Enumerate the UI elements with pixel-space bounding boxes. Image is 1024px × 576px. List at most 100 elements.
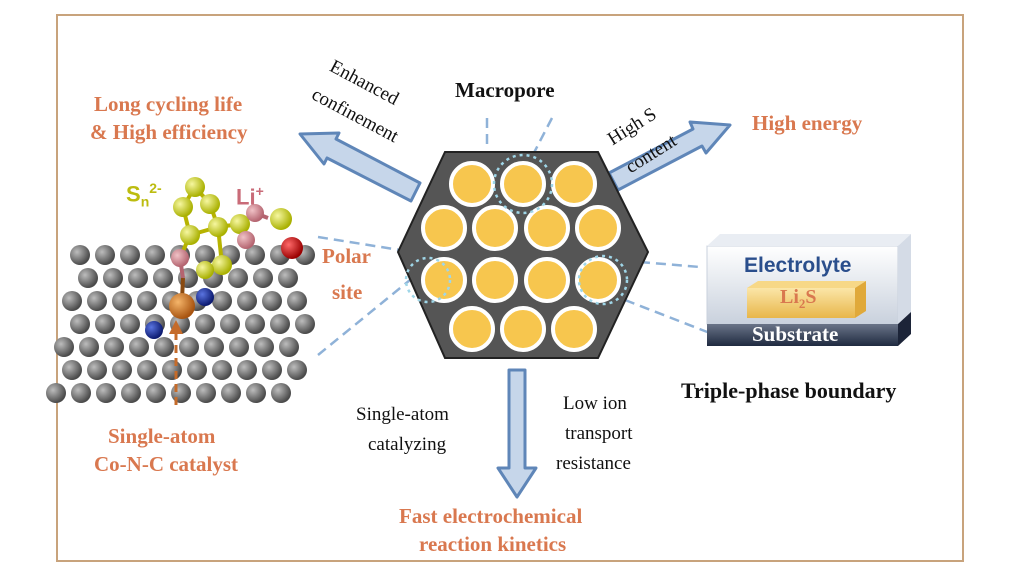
label-long-cycling-line2: & High efficiency: [90, 120, 248, 144]
label-li2s: Li2S: [780, 286, 817, 311]
carbon-atom: [279, 337, 299, 357]
carbon-atom: [104, 337, 124, 357]
carbon-atom: [54, 337, 74, 357]
carbon-atom: [162, 360, 182, 380]
pore: [472, 205, 518, 251]
carbon-atom: [245, 245, 265, 265]
pore: [551, 161, 597, 207]
carbon-atom: [79, 337, 99, 357]
carbon-atom: [78, 268, 98, 288]
carbon-atom: [70, 245, 90, 265]
pore: [421, 257, 467, 303]
carbon-atom: [195, 314, 215, 334]
label-long-cycling-line1: Long cycling life: [94, 92, 243, 116]
pore: [449, 161, 495, 207]
pore: [500, 306, 546, 352]
label-substrate: Substrate: [752, 322, 839, 346]
carbon-atom: [62, 291, 82, 311]
carbon-atom: [229, 337, 249, 357]
label-triple-phase: Triple-phase boundary: [681, 378, 897, 403]
label-high-energy: High energy: [752, 111, 863, 135]
carbon-atom: [212, 291, 232, 311]
triple-phase-box: [706, 234, 911, 346]
label-single-atom-catalyzing-1: Single-atom: [356, 404, 449, 425]
carbon-atom: [221, 383, 241, 403]
pore: [500, 161, 546, 207]
carbon-atom: [187, 360, 207, 380]
carbon-atom: [87, 291, 107, 311]
pore: [575, 257, 621, 303]
carbon-atom: [103, 268, 123, 288]
carbon-atom: [96, 383, 116, 403]
carbon-atom: [171, 383, 191, 403]
carbon-atom: [246, 383, 266, 403]
pore: [524, 257, 570, 303]
carbon-atom: [287, 360, 307, 380]
carbon-atom: [179, 337, 199, 357]
carbon-atom: [46, 383, 66, 403]
carbon-atom: [195, 245, 215, 265]
carbon-atom: [137, 360, 157, 380]
label-electrolyte: Electrolyte: [744, 254, 852, 277]
carbon-atom: [87, 360, 107, 380]
carbon-atom: [245, 314, 265, 334]
label-macropore: Macropore: [455, 78, 555, 102]
carbon-atom: [254, 337, 274, 357]
carbon-atom: [121, 383, 141, 403]
carbon-atom: [212, 360, 232, 380]
label-fast-kinetics-2: reaction kinetics: [419, 532, 567, 556]
label-catalyst-2: Co-N-C catalyst: [94, 452, 239, 476]
carbon-atom: [95, 245, 115, 265]
carbon-atom: [271, 383, 291, 403]
label-low-ion-1: Low ion: [563, 393, 627, 414]
label-single-atom-catalyzing-2: catalyzing: [368, 434, 447, 455]
carbon-atom: [262, 360, 282, 380]
carbon-atom: [220, 314, 240, 334]
carbon-atom: [153, 268, 173, 288]
carbon-atom: [120, 314, 140, 334]
carbon-atom: [128, 268, 148, 288]
carbon-atom: [71, 383, 91, 403]
carbon-atom: [112, 291, 132, 311]
carbon-atom: [120, 245, 140, 265]
label-site: site: [332, 280, 363, 304]
carbon-atom: [270, 314, 290, 334]
label-lithium-ion: Li+: [236, 183, 264, 210]
macropore-hexagon: [396, 151, 650, 359]
label-low-ion-2: transport: [565, 423, 633, 444]
arrow-enhanced-confinement: [298, 131, 422, 203]
pore: [472, 257, 518, 303]
carbon-atom: [196, 383, 216, 403]
carbon-atom: [95, 314, 115, 334]
label-fast-kinetics-1: Fast electrochemical: [399, 504, 583, 528]
carbon-atom: [70, 314, 90, 334]
carbon-atom: [287, 291, 307, 311]
carbon-atom: [237, 291, 257, 311]
polysulfide-cluster: [145, 177, 303, 339]
carbon-atom: [112, 360, 132, 380]
catalyst-pointer-head: [169, 320, 183, 334]
carbon-atom: [129, 337, 149, 357]
carbon-atom: [62, 360, 82, 380]
carbon-atom: [237, 360, 257, 380]
label-low-ion-3: resistance: [556, 453, 631, 474]
label-catalyst-1: Single-atom: [108, 424, 216, 448]
co-n-c-lattice: [46, 245, 315, 403]
carbon-atom: [137, 291, 157, 311]
label-polar: Polar: [322, 244, 371, 268]
carbon-atom: [204, 337, 224, 357]
carbon-atom: [145, 245, 165, 265]
pore: [449, 306, 495, 352]
arrow-fast-kinetics: [496, 368, 538, 499]
carbon-atom: [146, 383, 166, 403]
carbon-atom: [228, 268, 248, 288]
carbon-atom: [278, 268, 298, 288]
figure-border: [56, 14, 964, 562]
pore: [551, 306, 597, 352]
pore: [421, 205, 467, 251]
carbon-atom: [253, 268, 273, 288]
pore: [524, 205, 570, 251]
arrow-high-energy: [607, 120, 732, 192]
carbon-atom: [262, 291, 282, 311]
